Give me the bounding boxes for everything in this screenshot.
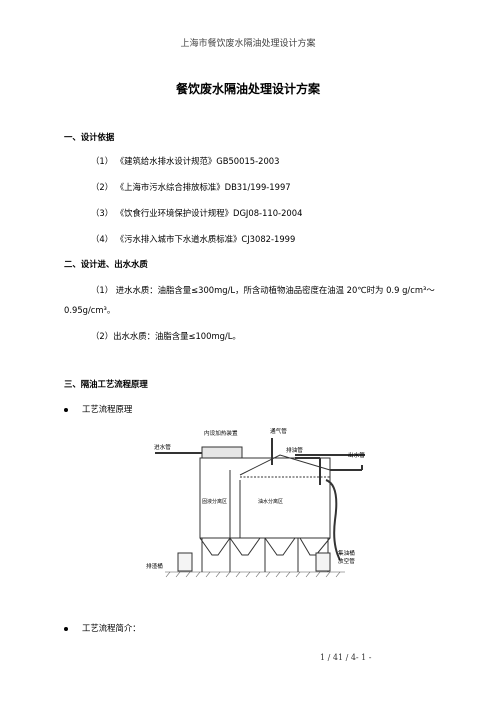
label-vent: 通气管 [270, 427, 287, 435]
bullet-icon [64, 407, 68, 412]
barrels [177, 552, 331, 572]
label-oil-zone: 油水分离区 [258, 498, 283, 505]
page-footer: 1 / 41 / 4- 1 - [320, 653, 372, 662]
label-collector-1: 集油桶 [338, 549, 355, 557]
bullet-intro: 工艺流程简介： [64, 622, 141, 634]
label-sludge: 排渣桶 [146, 562, 163, 570]
separator-tank [199, 446, 331, 572]
label-outlet: 出水管 [348, 451, 365, 459]
inlet-quality-line-1: （1） 进水水质：油脂含量≤300mg/L，所含动植物油品密度在油温 20℃时为… [91, 285, 435, 295]
ground-hatch [165, 571, 345, 578]
label-grit-zone: 固液分离区 [202, 498, 227, 505]
basis-item-1: （1） 《建筑给水排水设计规范》GB50015-2003 [91, 156, 280, 166]
document-title: 餐饮废水隔油处理设计方案 [175, 82, 320, 96]
pipes [155, 438, 365, 561]
page-header: 上海市餐饮废水隔油处理设计方案 [180, 39, 316, 49]
section-heading-2: 二、设计进、出水水质 [64, 259, 148, 269]
label-inlet: 进水管 [154, 443, 171, 451]
oil-barrel [315, 552, 331, 572]
basis-item-2: （2） 《上海市污水综合排放标准》DB31/199-1997 [91, 182, 291, 192]
basis-item-3: （3） 《饮食行业环境保护设计规程》DGJ08-110-2004 [91, 208, 303, 218]
process-diagram: 进水管 内设加热装置 通气管 排油管 出水管 固液分离区 油水分离区 排渣桶 集… [146, 427, 365, 578]
section-heading-1: 一、设计依据 [64, 132, 115, 142]
label-collector-2: 放空管 [338, 557, 355, 565]
inlet-quality-line-2: 0.95g/cm³。 [64, 305, 116, 315]
basis-item-4: （4） 《污水排入城市下水道水质标准》CJ3082-1999 [91, 234, 296, 244]
section-heading-3: 三、隔油工艺流程原理 [64, 379, 148, 389]
outlet-quality: （2）出水水质：油脂含量≤100mg/L。 [91, 331, 241, 341]
bullet-principle: 工艺流程原理 [64, 403, 132, 415]
sludge-barrel [177, 552, 193, 572]
bullet-icon [64, 626, 68, 631]
label-heater: 内设加热装置 [204, 429, 238, 437]
label-oil-pipe: 排油管 [286, 446, 303, 454]
